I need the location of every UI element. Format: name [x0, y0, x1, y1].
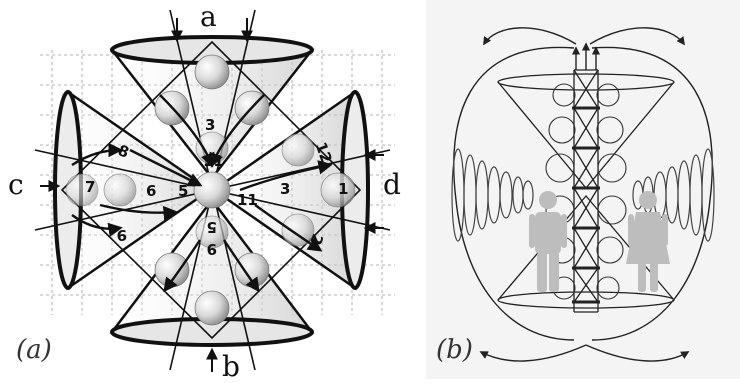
panel-a: a b c d 3 11 8 7 6 5 3 11 12 1 9 5 9 2 (…	[8, 0, 401, 383]
panel-a-caption: (a)	[16, 335, 52, 365]
number-1: 1	[338, 180, 348, 198]
number-5-bottom: 5	[207, 218, 217, 236]
panel-b-caption: (b)	[436, 335, 473, 365]
male-figure	[529, 191, 567, 292]
input-arrows	[40, 18, 384, 372]
number-6: 6	[146, 182, 156, 200]
label-b: b	[222, 350, 240, 379]
left-coils	[451, 148, 534, 242]
female-figure	[626, 191, 670, 292]
number-9-left: 9	[117, 226, 127, 244]
top-vertical-arrows	[571, 42, 601, 70]
number-5-center: 5	[178, 182, 188, 200]
number-3-top: 3	[205, 116, 215, 134]
label-c: c	[8, 168, 24, 201]
panel-b-diagram: (b)	[436, 27, 715, 365]
label-a: a	[200, 0, 217, 33]
central-tower	[572, 69, 600, 313]
panel-b: (b)	[426, 0, 740, 379]
number-11-top: 11	[203, 152, 224, 170]
flow-arrows	[71, 94, 333, 293]
spheres	[65, 54, 356, 326]
number-3-right: 3	[280, 180, 290, 198]
panel-a-diagram: a b c d 3 11 8 7 6 5 3 11 12 1 9 5 9 2 (…	[8, 0, 401, 383]
outer-field-loops	[453, 27, 713, 362]
top-cone	[497, 73, 675, 190]
number-7: 7	[85, 178, 95, 196]
number-9-bottom: 9	[207, 240, 217, 258]
label-d: d	[383, 168, 401, 201]
number-11-right: 11	[237, 191, 258, 209]
